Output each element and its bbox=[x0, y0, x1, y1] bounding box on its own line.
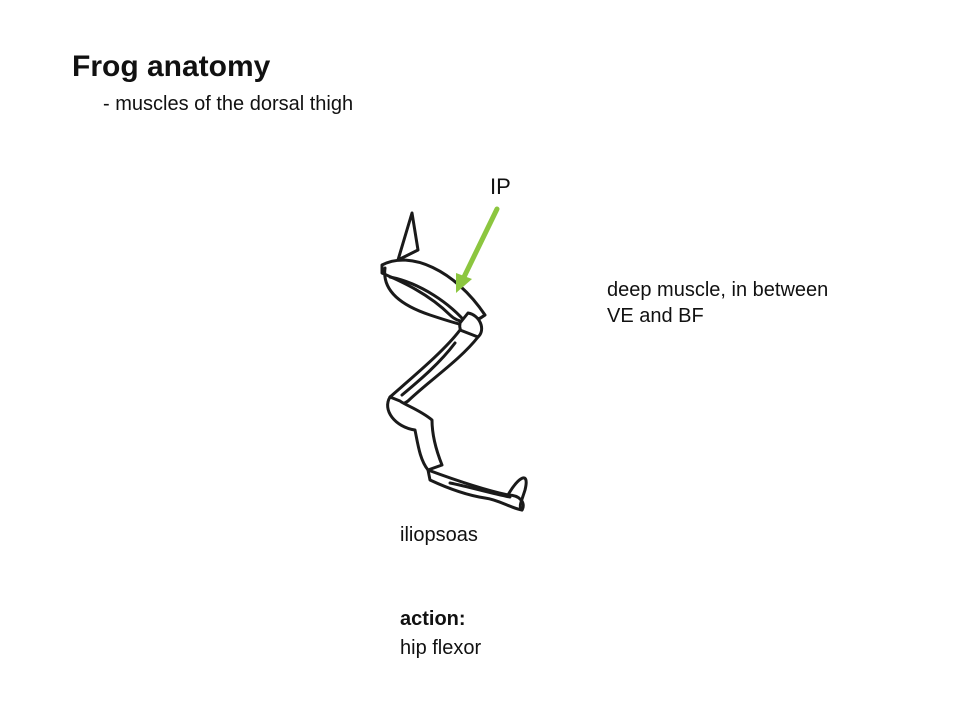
shank-inner-line bbox=[400, 341, 457, 397]
muscle-name: iliopsoas bbox=[400, 524, 478, 546]
foot-inner-line bbox=[448, 481, 512, 499]
toe-tip bbox=[506, 476, 528, 512]
description-line-1: deep muscle, in between bbox=[607, 279, 829, 301]
description-line-2: VE and BF bbox=[607, 305, 704, 327]
pelvis-spike bbox=[396, 211, 420, 262]
pointer-arrow-head bbox=[456, 273, 472, 293]
pointer-arrow-shaft bbox=[461, 206, 500, 280]
slide-subtitle: - muscles of the dorsal thigh bbox=[103, 93, 354, 115]
muscle-description: deep muscle, in between VE and BF bbox=[607, 277, 828, 329]
slide-title: Frog anatomy bbox=[72, 50, 271, 83]
action-heading: action: bbox=[400, 608, 466, 630]
tarsal bbox=[386, 395, 444, 472]
action-value: hip flexor bbox=[400, 637, 482, 659]
pointer-label: IP bbox=[490, 174, 511, 199]
frog-leg-illustration bbox=[360, 165, 580, 530]
